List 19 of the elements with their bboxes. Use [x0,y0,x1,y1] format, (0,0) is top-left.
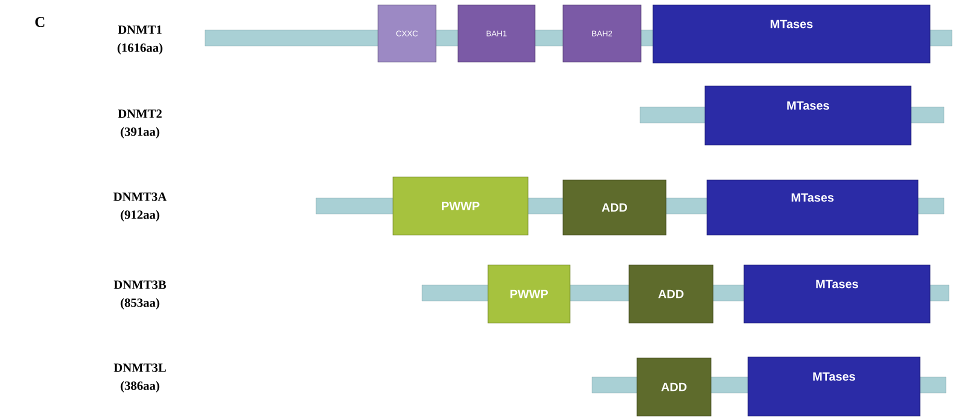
domain-box: MTases [704,86,912,146]
domain-box: MTases [706,180,918,236]
panel-letter: C [35,16,44,28]
protein-label: DNMT2 (391aa) [118,110,162,138]
protein-label: DNMT3L (386aa) [114,364,166,392]
domain-box: ADD [628,264,714,324]
domain-box: CXXC [378,4,436,62]
domain-box: BAH2 [562,4,642,62]
protein-label: DNMT1 (1616aa) [118,26,162,54]
domain-box: PWWP [488,264,570,324]
protein-label: DNMT3A (912aa) [114,192,167,222]
domain-box: MTases [652,4,930,64]
domain-box: MTases [748,356,920,416]
domain-box: PWWP [392,176,528,236]
domain-box: ADD [636,358,712,416]
domain-box: ADD [562,180,666,236]
domain-box: BAH1 [458,4,536,62]
protein-label: DNMT3B (853aa) [114,280,166,310]
domain-box: MTases [744,264,930,324]
